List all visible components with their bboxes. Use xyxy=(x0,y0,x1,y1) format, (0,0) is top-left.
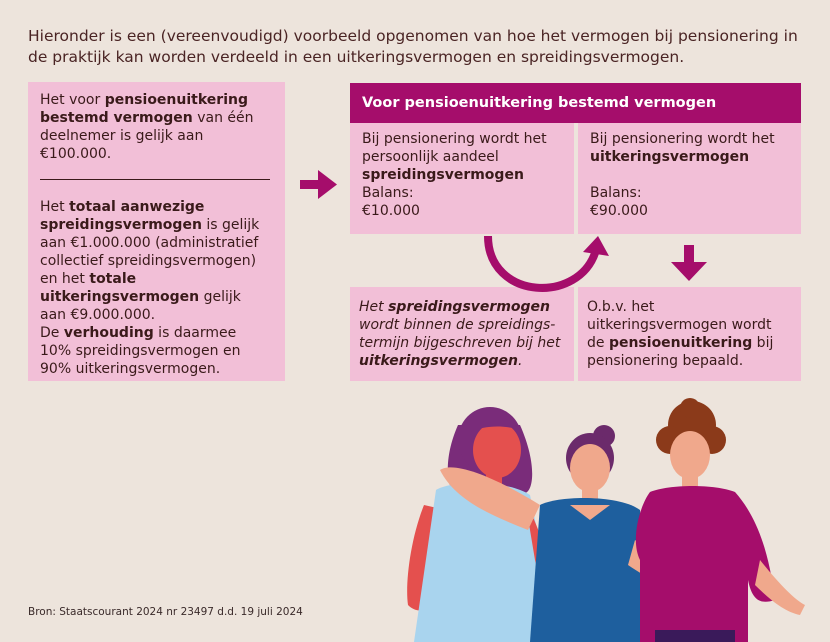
text: De xyxy=(40,325,64,341)
three-women-illustration xyxy=(407,398,805,642)
text: van één deelnemer is gelijk aan €100.000… xyxy=(40,110,254,162)
mid-right-text: Bij pensionering wordt het uitkeringsver… xyxy=(590,130,791,166)
left-info-box: Het voor pensioenuitkering bestemd vermo… xyxy=(28,82,285,381)
bold-text: uitkeringsvermogen xyxy=(590,149,750,165)
woman-right xyxy=(635,398,805,642)
bold-text: totale uitkeringsvermogen xyxy=(40,271,200,305)
text: is gelijk aan €1.000.000 (administratief… xyxy=(40,217,260,287)
text: Bij pensionering wordt het xyxy=(590,131,775,147)
balance-value: €90.000 xyxy=(590,203,648,219)
left-paragraph-1: Het voor pensioenuitkering bestemd vermo… xyxy=(40,91,271,163)
bold-text: pensioenuitkering bestemd vermogen xyxy=(40,92,248,126)
curved-arrow-icon xyxy=(484,235,609,292)
bold-text: spreidingsvermogen xyxy=(388,299,551,315)
balance-value: €10.000 xyxy=(362,203,420,219)
arrow-down-icon xyxy=(671,245,707,281)
bold-text: totaal aanwezige spreidingsvermogen xyxy=(40,199,205,233)
bold-text: spreidingsvermogen xyxy=(362,167,524,183)
text: gelijk aan €9.000.000. xyxy=(40,289,241,323)
text: is daarmee 10% spreidingsvermogen en 90%… xyxy=(40,325,241,377)
bold-text: uitkeringsvermogen xyxy=(359,353,519,369)
text: Het xyxy=(40,199,70,215)
text: Bij pensionering wordt het persoonlijk a… xyxy=(362,131,547,165)
left-paragraph-2: Het totaal aanwezige spreidingsvermogen … xyxy=(40,198,271,324)
text: Het xyxy=(359,299,389,315)
balance-label: Balans: xyxy=(590,185,642,201)
bot-right-text: O.b.v. het uitkeringsvermogen wordt de p… xyxy=(587,298,793,370)
text: wordt binnen de spreidings-termijn bijge… xyxy=(359,317,561,351)
source-text: Bron: Staatscourant 2024 nr 23497 d.d. 1… xyxy=(28,606,303,618)
text: . xyxy=(518,353,523,369)
bijschrijving-box: Het spreidingsvermogen wordt binnen de s… xyxy=(350,287,574,381)
text: O.b.v. het uitkeringsvermogen wordt de xyxy=(587,299,772,351)
spreidingsvermogen-box: Bij pensionering wordt het persoonlijk a… xyxy=(350,123,574,234)
uitkeringsvermogen-box: Bij pensionering wordt het uitkeringsver… xyxy=(578,123,801,234)
mid-left-text: Bij pensionering wordt het persoonlijk a… xyxy=(362,130,564,184)
balance-label: Balans: xyxy=(362,185,414,201)
pensioenuitkering-box: O.b.v. het uitkeringsvermogen wordt de p… xyxy=(578,287,801,381)
bold-text: verhouding xyxy=(63,325,154,341)
intro-line-1: Hieronder is een (vereenvoudigd) voorbee… xyxy=(28,27,798,45)
intro-text: Hieronder is een (vereenvoudigd) voorbee… xyxy=(28,26,808,68)
arrow-right-icon xyxy=(300,170,337,199)
divider xyxy=(40,179,270,180)
text: bij pensionering bepaald. xyxy=(587,335,774,369)
text: Het voor xyxy=(40,92,105,108)
header-bar: Voor pensioenuitkering bestemd vermogen xyxy=(350,83,801,123)
left-paragraph-3: De verhouding is daarmee 10% spreidingsv… xyxy=(40,324,271,378)
bot-left-text: Het spreidingsvermogen wordt binnen de s… xyxy=(359,298,566,370)
bold-text: pensioenuitkering xyxy=(608,335,753,351)
intro-line-2: de praktijk kan worden verdeeld in een u… xyxy=(28,48,685,66)
